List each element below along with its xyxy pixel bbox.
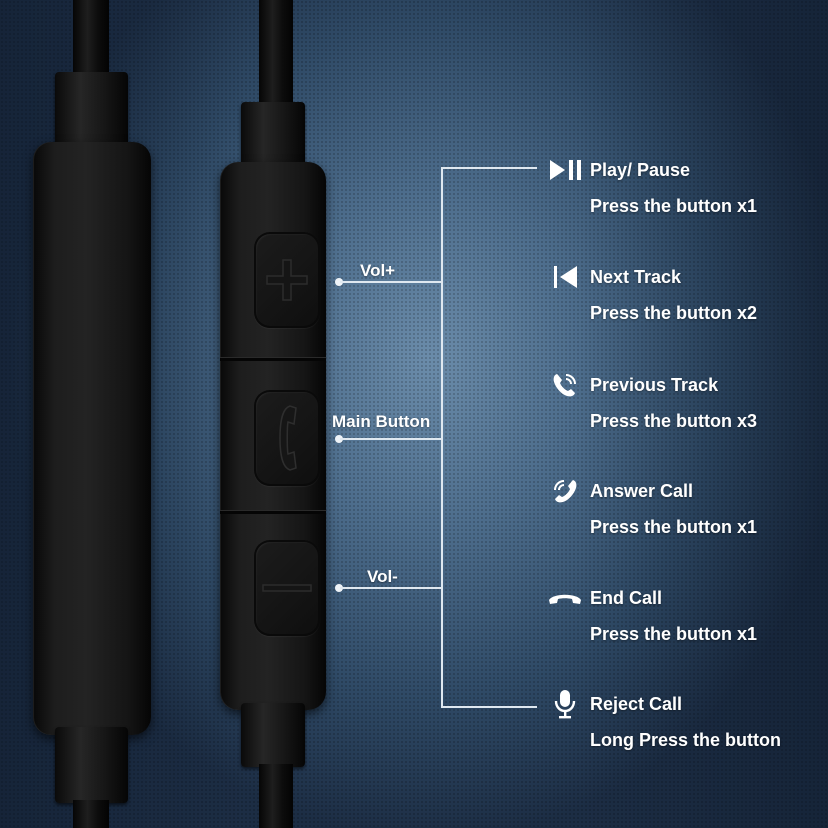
vol-down-label: Vol- xyxy=(367,567,398,586)
microphone-icon xyxy=(548,690,582,719)
callout-dot xyxy=(335,584,343,592)
callout-line xyxy=(340,587,442,589)
phone-icon xyxy=(254,390,320,486)
function-description: Press the button x3 xyxy=(590,411,758,431)
function-title: Play/ Pause xyxy=(590,160,691,180)
collar-bottom xyxy=(55,727,128,803)
function-description: Long Press the button xyxy=(590,730,781,750)
function-description: Press the button x1 xyxy=(590,517,758,537)
bracket-top xyxy=(441,167,537,169)
callout-line xyxy=(340,281,442,283)
phone-answer-icon xyxy=(548,477,582,505)
minus-icon xyxy=(254,540,320,636)
vol-down-button[interactable] xyxy=(254,540,320,636)
vol-up-button[interactable] xyxy=(254,232,320,328)
function-description: Press the button x1 xyxy=(590,624,758,644)
callout-dot xyxy=(335,435,343,443)
bracket-bottom xyxy=(441,706,537,708)
function-title: Answer Call xyxy=(590,481,694,501)
body-seam xyxy=(220,357,326,361)
function-description: Press the button x1 xyxy=(590,196,758,216)
collar-top xyxy=(55,72,128,148)
bracket-vertical xyxy=(441,167,443,707)
function-title: Previous Track xyxy=(590,375,719,395)
plus-icon xyxy=(254,232,320,328)
remote-body-back xyxy=(33,142,151,735)
cable-bottom xyxy=(73,800,109,828)
collar-bottom xyxy=(241,703,305,767)
cable-top xyxy=(259,0,293,108)
main-button[interactable] xyxy=(254,390,320,486)
function-title: Reject Call xyxy=(590,694,683,714)
main-button-label: Main Button xyxy=(332,412,431,431)
remote-body-front xyxy=(220,162,326,710)
phone-hangup-icon xyxy=(548,584,582,612)
collar-top xyxy=(241,102,305,168)
vol-up-label: Vol+ xyxy=(360,261,396,280)
play-pause-icon xyxy=(548,156,582,184)
function-description: Press the button x2 xyxy=(590,303,758,323)
cable-bottom xyxy=(259,764,293,828)
body-seam xyxy=(220,510,326,514)
function-title: End Call xyxy=(590,588,663,608)
phone-ringing-icon xyxy=(548,371,582,399)
callout-line xyxy=(340,438,442,440)
function-title: Next Track xyxy=(590,267,682,287)
cable-top xyxy=(73,0,109,80)
callout-dot xyxy=(335,278,343,286)
skip-back-icon xyxy=(548,263,582,291)
